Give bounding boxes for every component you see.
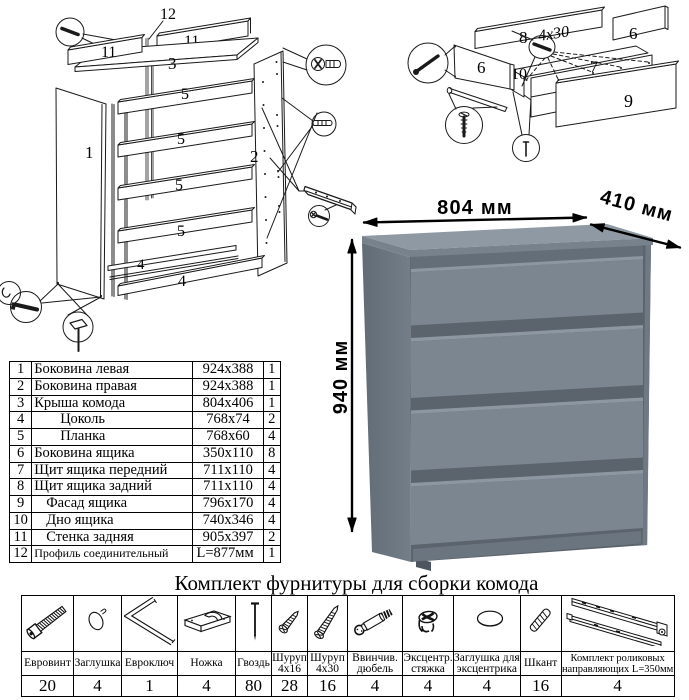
svg-text:10: 10 xyxy=(511,66,527,83)
svg-text:6: 6 xyxy=(477,58,486,77)
svg-text:7: 7 xyxy=(590,59,598,76)
svg-text:5: 5 xyxy=(181,86,189,103)
svg-text:6: 6 xyxy=(629,24,638,43)
svg-text:4: 4 xyxy=(137,257,145,273)
svg-text:804 мм: 804 мм xyxy=(437,197,513,219)
svg-text:5: 5 xyxy=(177,223,185,240)
svg-text:4х30: 4х30 xyxy=(537,23,570,45)
svg-text:9: 9 xyxy=(624,91,633,111)
svg-text:940 мм: 940 мм xyxy=(330,340,352,415)
svg-text:410 мм: 410 мм xyxy=(598,186,676,227)
svg-text:8: 8 xyxy=(519,28,528,47)
svg-text:2: 2 xyxy=(250,147,259,166)
svg-text:11: 11 xyxy=(101,44,116,61)
svg-text:4: 4 xyxy=(178,273,186,290)
svg-text:5: 5 xyxy=(175,177,183,194)
svg-text:1: 1 xyxy=(85,143,94,162)
svg-text:12: 12 xyxy=(160,6,176,23)
svg-text:3: 3 xyxy=(168,54,177,73)
svg-text:5: 5 xyxy=(177,131,185,148)
